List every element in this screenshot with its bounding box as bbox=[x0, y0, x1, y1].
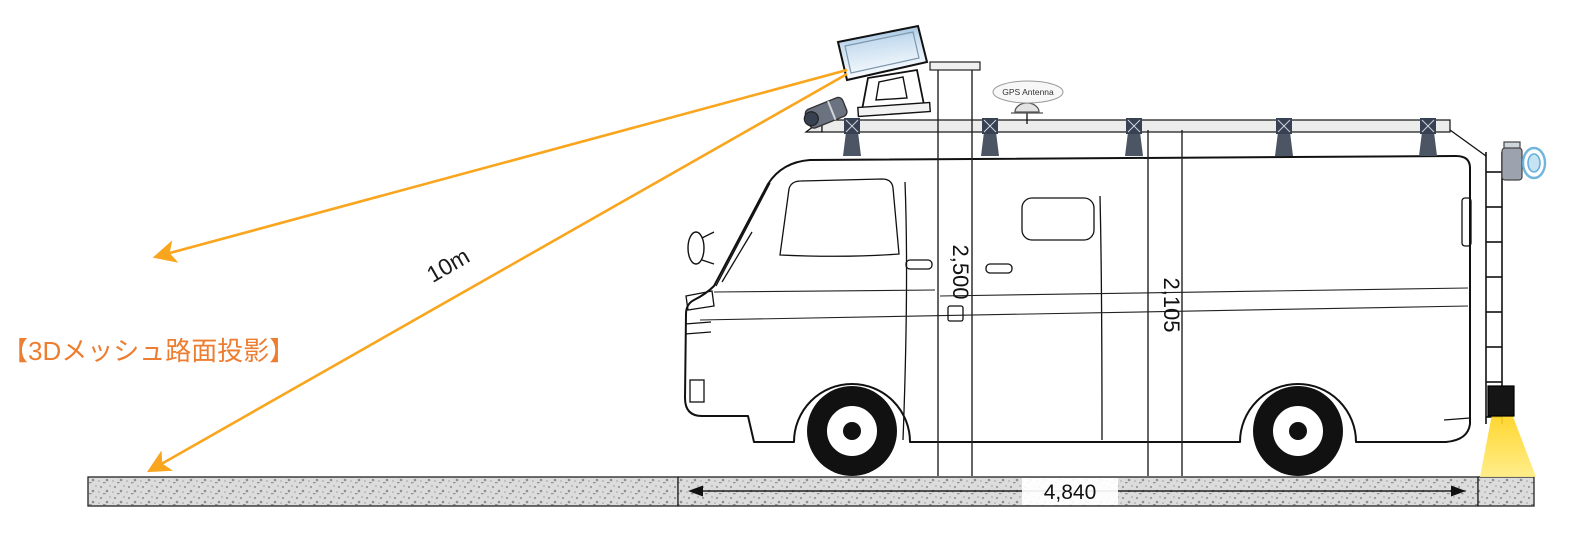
tail-lamp bbox=[1461, 197, 1472, 247]
beltline-front bbox=[713, 289, 936, 293]
rear-sensor-box bbox=[1487, 385, 1515, 417]
rear-wheel bbox=[1253, 386, 1343, 476]
length-arrow-left bbox=[688, 485, 703, 497]
projection-title: 【3Dメッシュ路面投影】 bbox=[2, 336, 295, 366]
projector-panel-bezel bbox=[844, 31, 920, 74]
sliding-door-window bbox=[1021, 197, 1095, 241]
sensor-light-beam bbox=[1480, 414, 1536, 477]
length-arrow-right bbox=[1451, 485, 1466, 497]
mast-top-plate bbox=[929, 61, 981, 71]
survey-camera bbox=[803, 96, 848, 129]
windshield-line bbox=[715, 182, 771, 287]
front-door-handle bbox=[905, 259, 933, 270]
grille-line-1 bbox=[684, 321, 712, 325]
vehicle-height-label: 2,105 bbox=[1159, 277, 1184, 332]
rack-clamp bbox=[1275, 118, 1293, 156]
wiper bbox=[721, 231, 753, 283]
projector-panel bbox=[836, 24, 929, 82]
rear-beacon-device bbox=[1501, 141, 1547, 181]
rack-clamp bbox=[843, 118, 861, 156]
ladder-strut bbox=[1449, 129, 1487, 157]
projector-height-label: 2,500 bbox=[948, 244, 973, 299]
gps-dome-icon bbox=[1014, 102, 1040, 113]
gps-antenna-label: GPS Antenna bbox=[1002, 87, 1054, 97]
ground-left-segment bbox=[87, 476, 679, 507]
front-door-seam bbox=[902, 181, 908, 441]
projector-base-plate bbox=[857, 101, 932, 118]
rack-clamp bbox=[981, 118, 999, 156]
projector-height-dimension: 2,500 bbox=[929, 61, 981, 476]
roof-rack bbox=[804, 118, 1451, 156]
sliding-door-seam bbox=[1099, 195, 1103, 441]
rear-ladder bbox=[1485, 152, 1503, 424]
van-body-outline bbox=[684, 155, 1471, 443]
vehicle-height-dimension: 2,105 bbox=[1147, 130, 1184, 476]
rear-bumper-line bbox=[1443, 417, 1471, 421]
length-dimension: 4,840 bbox=[688, 478, 1466, 505]
camera-lens-icon bbox=[803, 111, 819, 127]
headlight bbox=[685, 290, 715, 311]
gps-label-bubble bbox=[992, 80, 1064, 104]
rack-mounts bbox=[843, 118, 1437, 156]
sliding-track-line bbox=[939, 287, 1469, 297]
length-label-backing bbox=[1022, 478, 1118, 505]
beacon-body bbox=[1501, 147, 1523, 181]
projection-line-lower bbox=[146, 72, 848, 473]
vehicle-length-label: 4,840 bbox=[1044, 481, 1097, 504]
sliding-door-handle bbox=[985, 263, 1013, 274]
camera-band bbox=[827, 100, 837, 121]
beacon-glow-outer bbox=[1521, 146, 1547, 180]
lower-body-line bbox=[699, 305, 1469, 321]
rack-clamp bbox=[1419, 118, 1437, 156]
beacon-glow-inner bbox=[1527, 153, 1541, 173]
rear-equipment bbox=[1449, 129, 1547, 477]
front-wheel bbox=[807, 386, 897, 476]
projector-bracket-inner bbox=[875, 76, 908, 101]
van bbox=[684, 155, 1472, 476]
fuel-door bbox=[947, 305, 964, 322]
front-door-window bbox=[779, 178, 900, 257]
projection-line-upper bbox=[152, 68, 848, 263]
ground-right-segment bbox=[1477, 476, 1535, 507]
rack-clamp bbox=[1125, 118, 1143, 156]
gps-antenna: GPS Antenna bbox=[992, 80, 1064, 124]
projector-assembly bbox=[836, 24, 932, 118]
bumper-detail bbox=[689, 379, 705, 403]
side-mirror bbox=[687, 231, 715, 265]
distance-label: 10m bbox=[422, 243, 474, 288]
grille-line-2 bbox=[684, 331, 712, 335]
